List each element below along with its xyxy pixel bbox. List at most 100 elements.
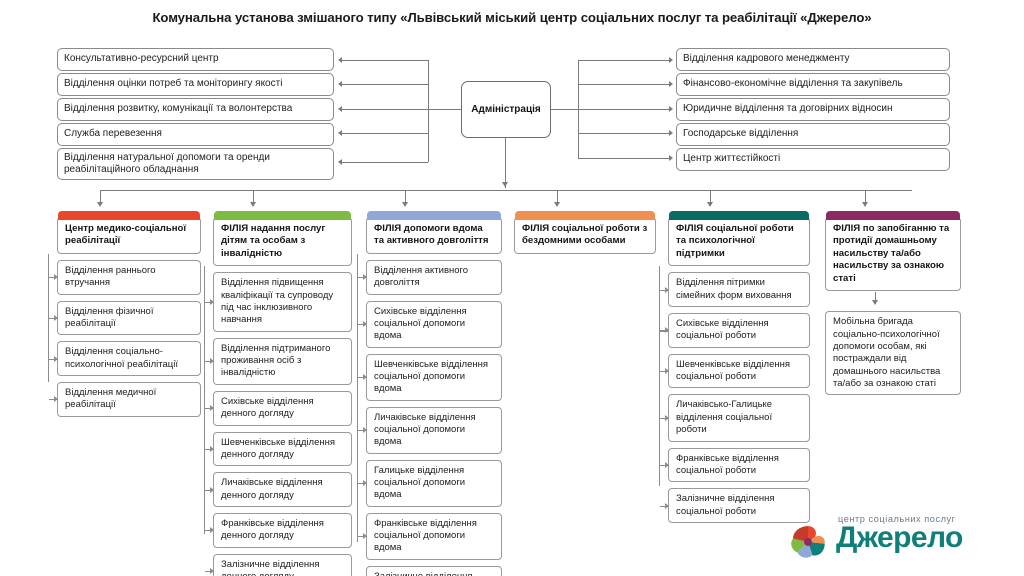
right-unit-label: Відділення кадрового менеджменту — [683, 53, 850, 65]
column-accent — [826, 211, 960, 220]
column-item-label: Личаківсько-Галицьке відділення соціальн… — [676, 399, 773, 436]
column-header: ФІЛІЯ соціальної роботи та психологічної… — [668, 211, 810, 267]
column-item-label: Відділення підвищення кваліфікації та су… — [221, 277, 334, 326]
left-spine — [428, 60, 430, 152]
left-unit-box: Служба перевезення — [57, 123, 334, 146]
item-arrow — [665, 286, 669, 293]
admin-left-link — [428, 109, 461, 111]
item-arrow — [665, 327, 669, 334]
dzherelo-flower-mark — [791, 526, 825, 558]
item-arrow — [210, 358, 214, 365]
right-branch-4 — [578, 133, 670, 135]
item-connector — [358, 536, 367, 538]
right-unit-label: Фінансово-економічне відділення та закуп… — [683, 78, 903, 90]
admin-drop — [505, 138, 507, 188]
column-item: Сихівське відділення соціальної допомоги… — [358, 300, 502, 348]
left-arrow-2 — [338, 81, 342, 87]
right-unit-box: Господарське відділення — [676, 123, 950, 146]
right-unit-box: Відділення кадрового менеджменту — [676, 48, 950, 71]
left-branch-3 — [342, 109, 428, 111]
column-accent — [669, 211, 809, 220]
column-item-label: Відділення соціально-психологічної реабі… — [65, 346, 178, 370]
left-spine-lower — [428, 109, 430, 162]
item-arrow — [363, 374, 367, 381]
right-arrow-2 — [669, 81, 673, 87]
item-connector — [358, 324, 367, 326]
column-item-label: Личаківське відділення соціальної допомо… — [374, 411, 476, 448]
item-connector — [49, 358, 58, 360]
column-header: ФІЛІЯ по запобіганню та протидії домашнь… — [825, 211, 961, 292]
column-item: Франківське відділення денного догляду — [205, 512, 352, 548]
column-header-label: ФІЛІЯ соціальної роботи з бездомними осо… — [522, 223, 648, 247]
col-drop-4 — [557, 190, 559, 204]
column-6-drop — [875, 292, 877, 304]
item-connector — [660, 505, 669, 507]
admin-right-link — [551, 109, 578, 111]
logo: центр соціальних послуг Джерело — [786, 512, 966, 568]
column-item: Відділення активного довголіття — [358, 259, 502, 295]
item-arrow — [210, 527, 214, 534]
column-item-label: Франківське відділення соціальної допомо… — [374, 517, 477, 554]
column-accent — [214, 211, 351, 220]
column-item: Відділення соціально-психологічної реабі… — [49, 341, 201, 376]
column-2: ФІЛІЯ надання послуг дітям та особам з і… — [204, 210, 352, 576]
column-header: ФІЛІЯ допомоги вдома та активного довгол… — [366, 211, 502, 254]
item-arrow — [54, 355, 58, 362]
column-item-label: Відділення раннього втручання — [65, 264, 156, 289]
right-unit-box: Центр життєстійкості — [676, 148, 950, 171]
left-arrow-4 — [338, 130, 342, 136]
item-connector — [205, 448, 214, 450]
left-unit-label: Консультативно-ресурсний центр — [64, 53, 219, 65]
column-header-label: ФІЛІЯ надання послуг дітям та особам з і… — [221, 223, 326, 259]
left-unit-box: Відділення розвитку, комунікації та воло… — [57, 98, 334, 121]
column-6-drop-arrow — [871, 300, 878, 305]
item-arrow — [210, 486, 214, 493]
right-arrow-1 — [669, 57, 673, 63]
column-item: Франківське відділення соціальної допомо… — [358, 512, 502, 560]
column-item-label: Відділення активного довголіття — [374, 264, 469, 289]
column-item: Відділення підтриманого проживання осіб … — [205, 337, 352, 385]
item-connector — [205, 361, 214, 363]
admin-box: Адміністрація — [461, 81, 551, 138]
left-branch-2 — [342, 84, 428, 86]
left-unit-box: Відділення оцінки потреб та моніторингу … — [57, 73, 334, 96]
column-trunk — [659, 266, 661, 486]
right-branch-2 — [578, 84, 670, 86]
logo-tagline: центр соціальних послуг — [838, 514, 956, 524]
left-branch-5 — [342, 162, 428, 164]
column-item: Залізничне відділення соціальної роботи — [660, 488, 810, 523]
page-title: Комунальна установа змішаного типу «Льві… — [152, 10, 872, 25]
column-item: Відділення підвищення кваліфікації та су… — [205, 272, 352, 332]
item-arrow — [54, 274, 58, 281]
right-unit-box: Юридичне відділення та договірних віднос… — [676, 98, 950, 121]
right-branch-5 — [578, 158, 670, 160]
column-item-label: Відділення пітримки сімейних форм вихова… — [676, 277, 792, 301]
item-arrow — [665, 414, 669, 421]
left-unit-label: Служба перевезення — [64, 128, 162, 140]
left-arrow-1 — [338, 57, 342, 63]
item-arrow — [665, 502, 669, 509]
column-item-label: Залізничне відділення соціальної роботи — [676, 493, 775, 517]
item-arrow — [665, 368, 669, 375]
left-branch-1 — [342, 60, 428, 62]
left-unit-box: Консультативно-ресурсний центр — [57, 48, 334, 71]
right-unit-label: Господарське відділення — [683, 128, 799, 140]
item-connector — [660, 371, 669, 373]
column-item-label: Шевченківське відділення денного догляду — [221, 436, 335, 460]
column-item-label: Відділення медичної реабілітації — [65, 387, 157, 411]
admin-drop-arrow — [501, 182, 508, 187]
item-arrow — [363, 321, 367, 328]
column-item-label: Франківське відділення денного догляду — [221, 517, 324, 542]
column-item: Залізничне відділення соціальної допомог… — [366, 565, 502, 576]
column-item-label: Сихівське відділення соціальної роботи — [676, 318, 769, 342]
column-item: Відділення пітримки сімейних форм вихова… — [660, 272, 810, 308]
right-branch-3 — [578, 109, 670, 111]
col-drop-5 — [710, 190, 712, 204]
col-drop-arrow-5 — [706, 202, 713, 207]
col-drop-arrow-4 — [553, 202, 560, 207]
item-connector — [49, 317, 58, 320]
item-connector — [660, 289, 669, 291]
column-header-label: ФІЛІЯ допомоги вдома та активного довгол… — [374, 223, 489, 247]
left-unit-label: Відділення оцінки потреб та моніторингу … — [64, 78, 283, 90]
item-arrow — [210, 299, 214, 306]
